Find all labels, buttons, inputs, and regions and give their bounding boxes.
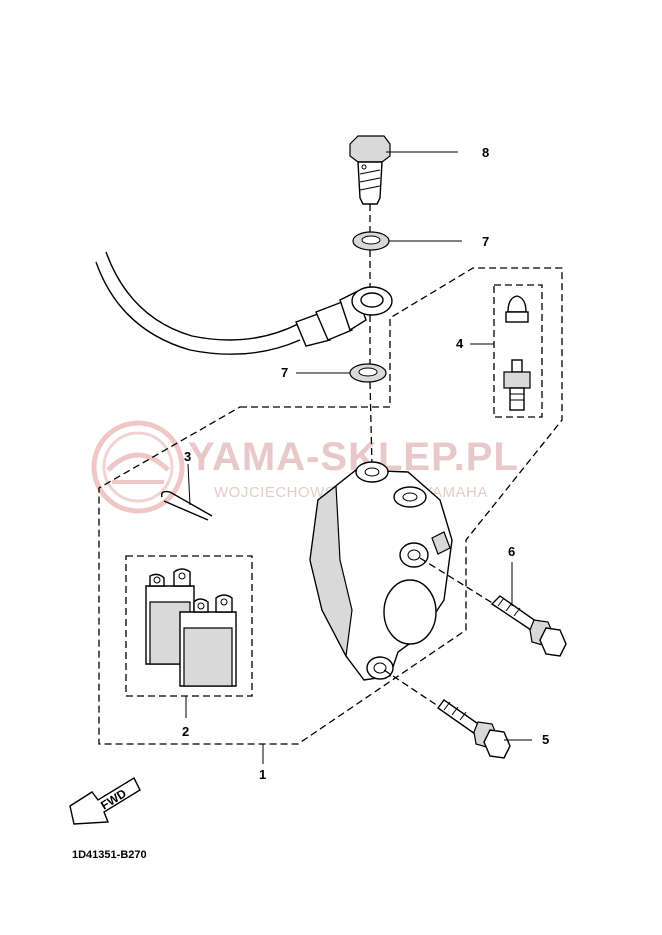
callout-4: 4	[456, 336, 464, 351]
callout-8: 8	[482, 145, 489, 160]
callout-3: 3	[184, 449, 191, 464]
callout-2: 2	[182, 724, 189, 739]
copper-washer-upper	[352, 231, 390, 251]
callout-6: 6	[508, 544, 515, 559]
callout-7-upper: 7	[482, 234, 489, 249]
callout-7-lower: 7	[281, 365, 288, 380]
caliper-bolt-upper	[490, 595, 567, 657]
dealer-watermark: YAMA-SKLEP.PL WOJCIECHOWSKI DEALER YAMAH…	[91, 420, 518, 514]
dealer-logo-icon	[91, 420, 185, 514]
copper-washer-lower	[349, 363, 387, 383]
union-bolt	[349, 135, 391, 205]
bleed-screw	[503, 359, 531, 411]
diagram-code: 1D41351-B270	[72, 849, 147, 861]
bolt-axis-upper	[419, 557, 495, 605]
brake-pad-front	[179, 594, 237, 687]
caliper-bolt-lower	[437, 699, 511, 759]
bolt-axis-lower	[383, 669, 439, 707]
brake-hose	[95, 251, 393, 355]
callout-5: 5	[542, 732, 549, 747]
bleed-screw-kit-outline	[493, 284, 543, 418]
cotter-pin	[160, 490, 213, 521]
brake-pad-kit-outline	[125, 555, 253, 697]
forward-direction-arrow-icon: FWD	[69, 777, 141, 825]
caliper-assembly-outline	[98, 267, 563, 745]
bleed-screw-cap	[505, 295, 529, 323]
bolt-axis-line	[369, 204, 373, 467]
leader-3	[187, 463, 191, 506]
callout-1: 1	[259, 767, 266, 782]
brake-caliper-body	[309, 461, 453, 681]
